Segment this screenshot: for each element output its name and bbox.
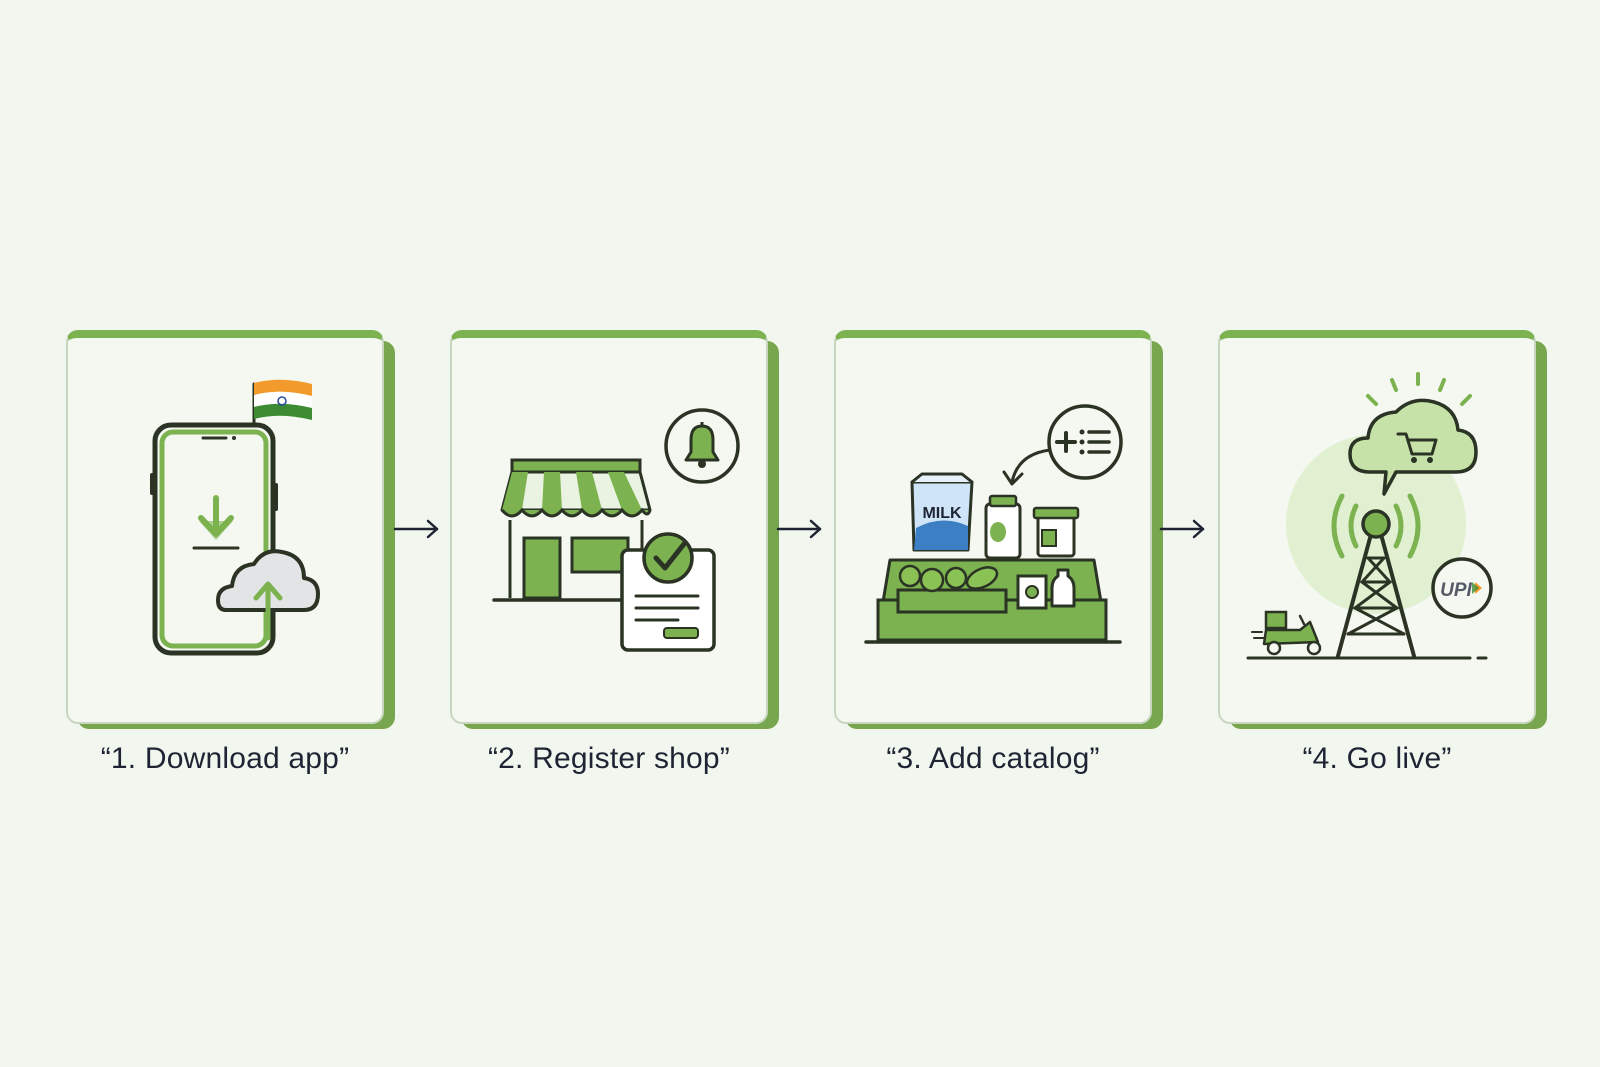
phone-download-icon [150, 379, 320, 656]
upi-label: UPI [1440, 580, 1472, 601]
grocery-crate-icon: MILK [864, 404, 1123, 644]
step-label: “2. Register shop” [487, 742, 731, 775]
arrow-right-icon [776, 519, 822, 539]
arrow-right-icon [1159, 519, 1205, 539]
step-card [66, 330, 384, 724]
signal-tower-icon: UPI [1246, 372, 1493, 660]
storefront-icon [492, 408, 740, 652]
step-label: “4. Go live” [1302, 742, 1452, 775]
step-label: “1. Download app” [100, 742, 350, 775]
step-card: MILK [834, 330, 1152, 724]
step-card: UPI [1218, 330, 1536, 724]
arrow-right-icon [393, 519, 439, 539]
step-label: “3. Add catalog” [886, 742, 1100, 775]
milk-label: MILK [922, 505, 962, 522]
step-card [450, 330, 768, 724]
